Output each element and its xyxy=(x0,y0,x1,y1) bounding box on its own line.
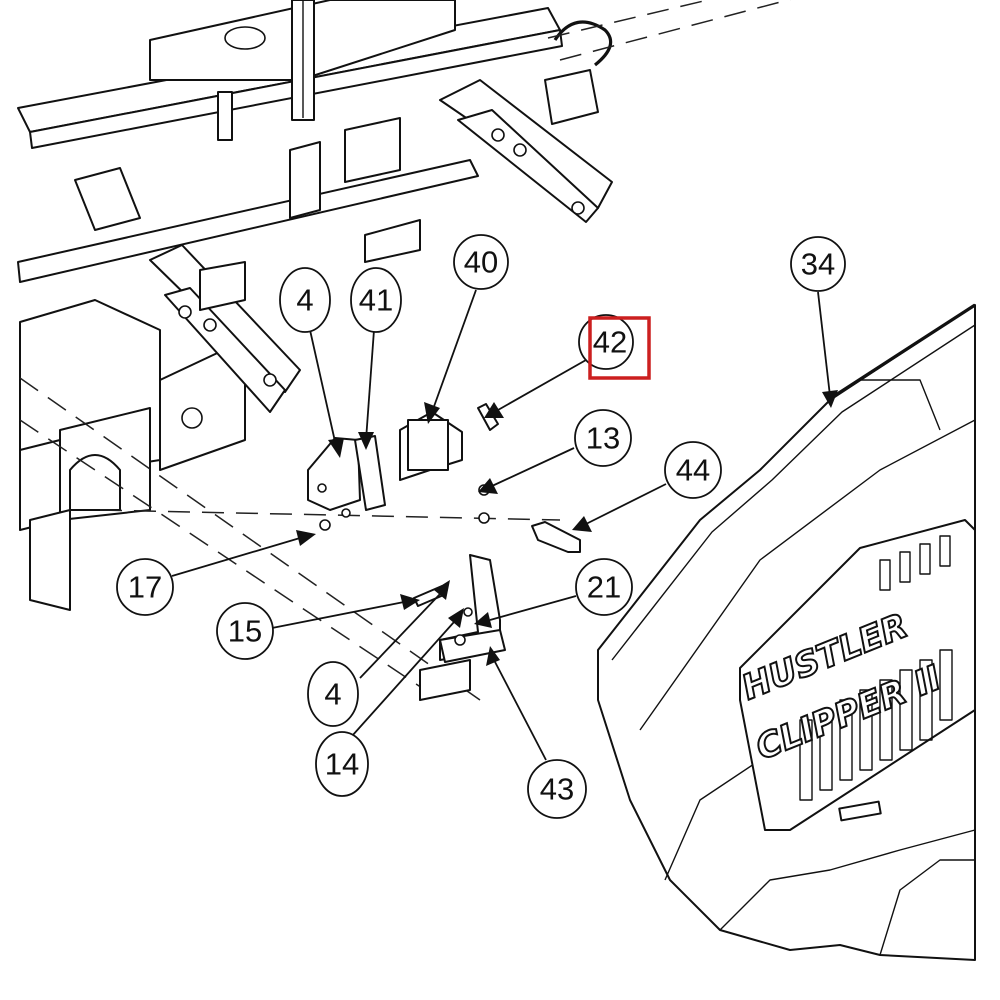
callout-13[interactable]: 13 xyxy=(574,409,632,467)
callout-label: 34 xyxy=(801,247,835,282)
callout-41[interactable]: 41 xyxy=(350,267,402,333)
callout-label: 21 xyxy=(587,570,621,605)
hood-grille: HUSTLER CLIPPER II xyxy=(597,303,976,961)
callout-label: 4 xyxy=(324,677,341,712)
callout-label: 14 xyxy=(325,747,359,782)
grille-panel: HUSTLER CLIPPER II xyxy=(735,519,976,831)
callouts: 34 40 4 41 42 13 44 17 xyxy=(116,234,846,819)
leader-lines xyxy=(171,289,838,761)
callout-14[interactable]: 14 xyxy=(315,731,369,797)
callout-label: 43 xyxy=(540,772,574,807)
callout-44[interactable]: 44 xyxy=(664,441,722,499)
callout-4-upper[interactable]: 4 xyxy=(279,267,331,333)
callout-42[interactable]: 42 xyxy=(578,314,634,370)
callout-34[interactable]: 34 xyxy=(790,236,846,292)
callout-label: 4 xyxy=(296,283,313,318)
callout-4-lower[interactable]: 4 xyxy=(307,661,359,727)
callout-43[interactable]: 43 xyxy=(527,759,587,819)
callout-label: 40 xyxy=(464,245,498,280)
callout-15[interactable]: 15 xyxy=(216,602,274,660)
callout-label: 44 xyxy=(676,453,710,488)
grille-slots xyxy=(799,535,953,801)
callout-label: 41 xyxy=(359,283,393,318)
callout-label: 17 xyxy=(128,570,162,605)
frame-assembly xyxy=(17,0,791,701)
callout-label: 13 xyxy=(586,421,620,456)
callout-17[interactable]: 17 xyxy=(116,558,174,616)
callout-label: 15 xyxy=(228,614,262,649)
callout-label: 42 xyxy=(593,325,627,360)
callout-21[interactable]: 21 xyxy=(575,558,633,616)
highlight-box xyxy=(588,316,651,380)
callout-40[interactable]: 40 xyxy=(453,234,509,290)
hardware-parts xyxy=(307,403,581,701)
